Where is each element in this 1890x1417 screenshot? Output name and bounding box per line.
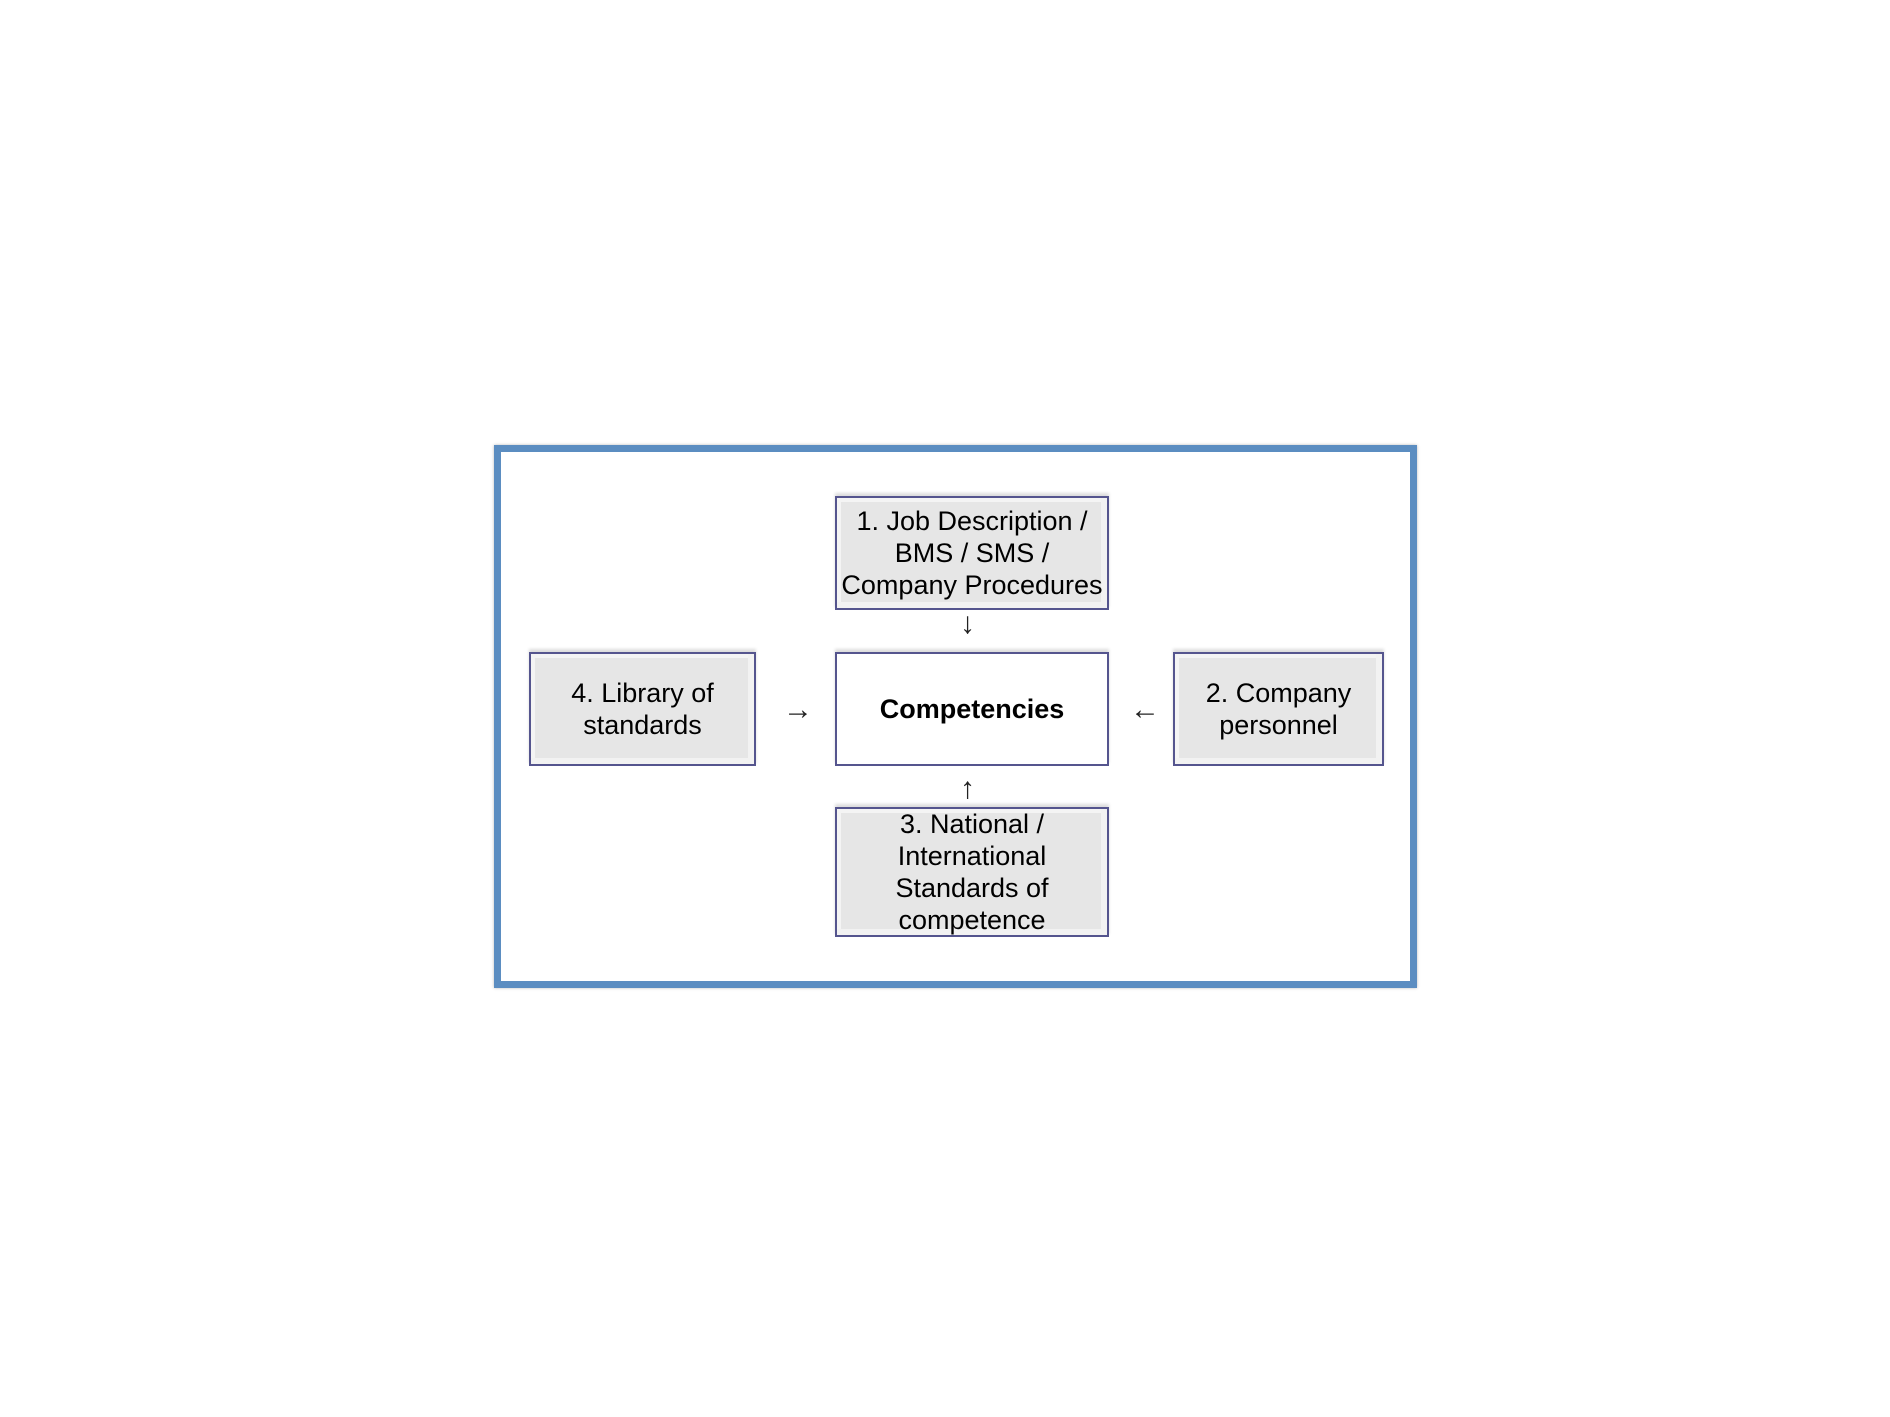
arrow-left-icon: ← [1130,693,1160,726]
competencies-box: Competencies [835,652,1109,766]
company-personnel-box: 2. Company personnel [1173,652,1384,766]
library-of-standards-box: 4. Library of standards [529,652,756,766]
national-standards-box: 3. National / International Standards of… [835,807,1109,937]
arrow-down-icon: ↓ [960,607,975,640]
job-description-box: 1. Job Description / BMS / SMS / Company… [835,496,1109,610]
arrow-up-icon: ↑ [960,772,975,805]
arrow-right-icon: → [783,693,813,726]
